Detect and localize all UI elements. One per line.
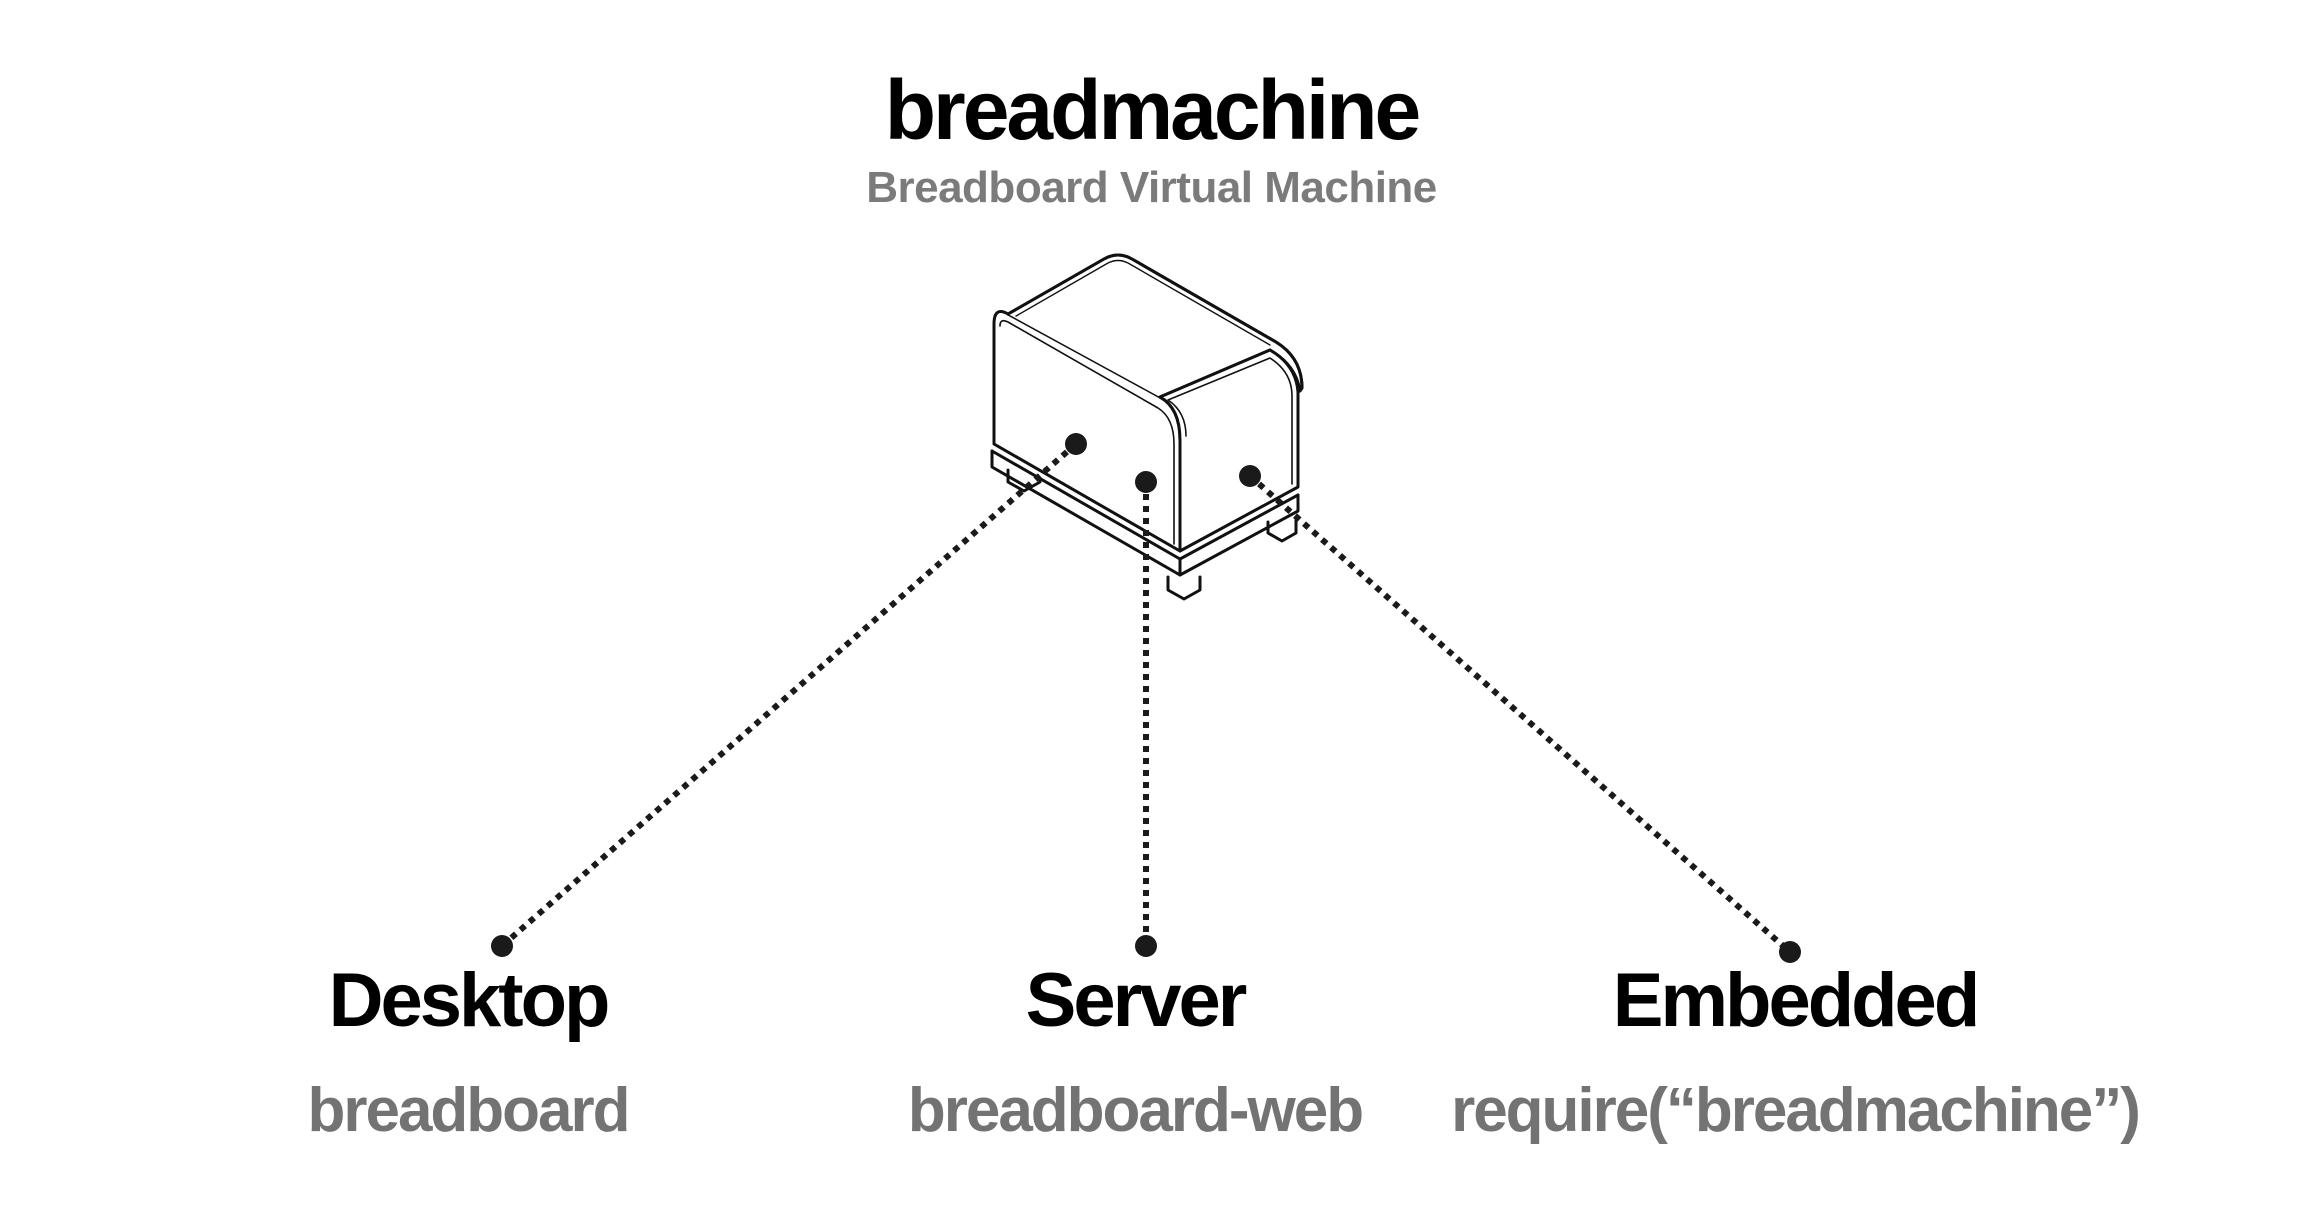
bread-machine-icon: [990, 253, 1304, 601]
target-desktop-detail: breadboard: [307, 1076, 630, 1145]
connector-dots: [491, 433, 1801, 963]
target-embedded-name: Embedded: [1612, 958, 1981, 1043]
embedded-endpoint: [1779, 941, 1801, 963]
machine-port-server: [1135, 471, 1157, 493]
target-server-name: Server: [1025, 958, 1248, 1043]
machine-port-desktop: [1065, 433, 1087, 455]
target-embedded-detail: require(“breadmachine”): [1451, 1076, 2141, 1145]
diagram-subtitle: Breadboard Virtual Machine: [866, 163, 1437, 212]
machine-port-embedded: [1239, 465, 1261, 487]
desktop-endpoint: [491, 935, 513, 957]
target-desktop-name: Desktop: [328, 958, 611, 1043]
diagram-title: breadmachine: [884, 63, 1422, 157]
connector-desktop: [500, 441, 1078, 949]
connector-embedded: [1248, 473, 1792, 955]
server-endpoint: [1135, 935, 1157, 957]
target-server-detail: breadboard-web: [907, 1076, 1364, 1145]
connector-lines: [500, 441, 1792, 955]
